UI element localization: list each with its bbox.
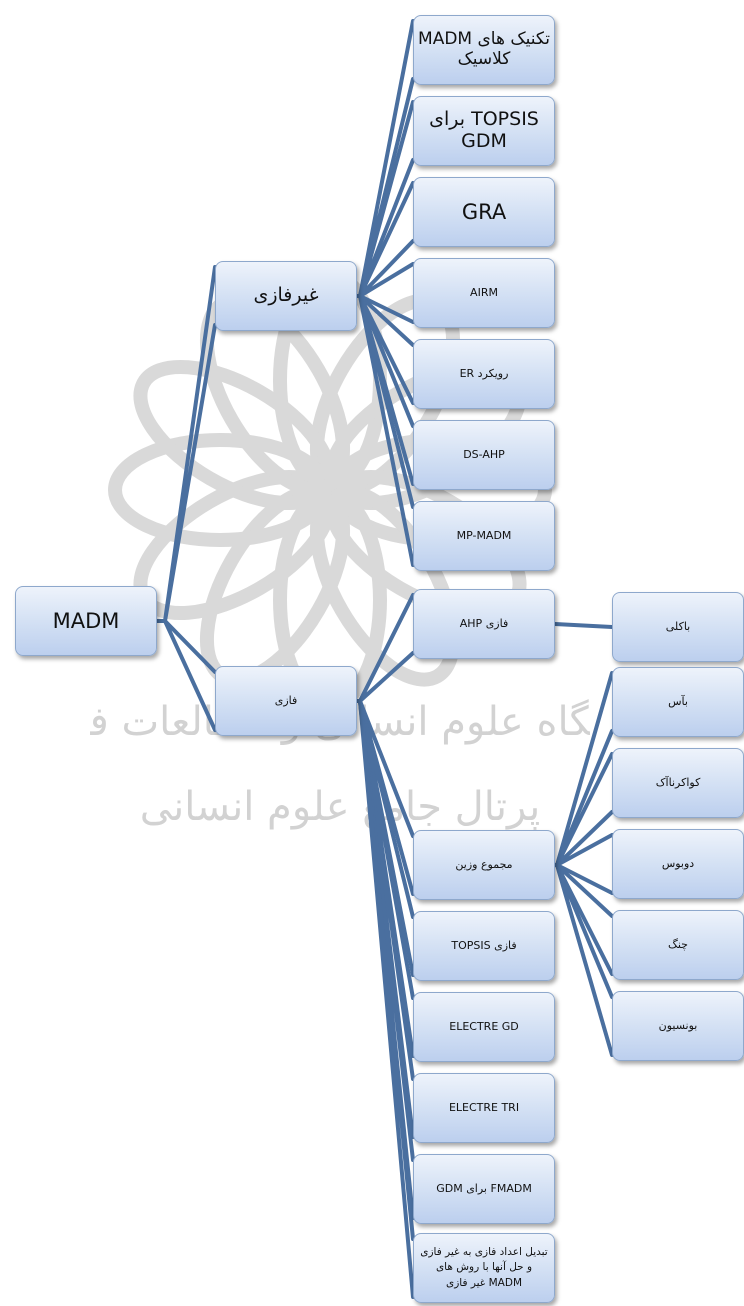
bonissone-node[interactable]: بونسیون (612, 991, 744, 1061)
fmadm-for-gdm-node[interactable]: FMADM برای GDM (413, 1154, 555, 1224)
connector-n-fahp-n-buckley (553, 622, 614, 629)
dubois-node[interactable]: دوبوس (612, 829, 744, 899)
madm-root-node[interactable]: MADM (15, 586, 157, 656)
electre-tri-node[interactable]: ELECTRE TRI (413, 1073, 555, 1143)
connector-n-madm-n-nonfuzzy (155, 265, 217, 623)
cheng-node[interactable]: چنگ (612, 910, 744, 980)
buckley-node[interactable]: باکلی (612, 592, 744, 662)
ds-ahp-node[interactable]: DS-AHP (413, 420, 555, 490)
gra-node[interactable]: GRA (413, 177, 555, 247)
er-approach-node[interactable]: رویکرد ER (413, 339, 555, 409)
topsis-for-gdm-node[interactable]: TOPSIS برای GDM (413, 96, 555, 166)
connector-n-nonfuzzy-n-classic (355, 19, 415, 298)
classic-madm-techniques-node[interactable]: تکنیک های MADM کلاسیک (413, 15, 555, 85)
fuzzy-topsis-node[interactable]: فازی TOPSIS (413, 911, 555, 981)
fuzzy-ahp-node[interactable]: فازی AHP (413, 589, 555, 659)
nonfuzzy-node[interactable]: غیرفازی (215, 261, 357, 331)
electre-gd-node[interactable]: ELECTRE GD (413, 992, 555, 1062)
fuzzy-node[interactable]: فازی (215, 666, 357, 736)
kwakernaak-node[interactable]: کواکرناآک (612, 748, 744, 818)
connector-n-wsum-n-bonis (553, 863, 614, 1057)
airm-node[interactable]: AIRM (413, 258, 555, 328)
mp-madm-node[interactable]: MP-MADM (413, 501, 555, 571)
connector-n-fuzzy-n-fahp (355, 593, 415, 703)
connector-n-madm-n-fuzzy (155, 619, 217, 732)
connector-n-fuzzy-n-convert (355, 699, 415, 1299)
connector-n-nonfuzzy-n-mpmadm (355, 294, 415, 567)
baas-node[interactable]: بآس (612, 667, 744, 737)
convert-fuzzy-to-crisp-node[interactable]: تبدیل اعداد فازی به غیر فازی و حل آنها ب… (413, 1233, 555, 1303)
weighted-sum-node[interactable]: مجموع وزین (413, 830, 555, 900)
